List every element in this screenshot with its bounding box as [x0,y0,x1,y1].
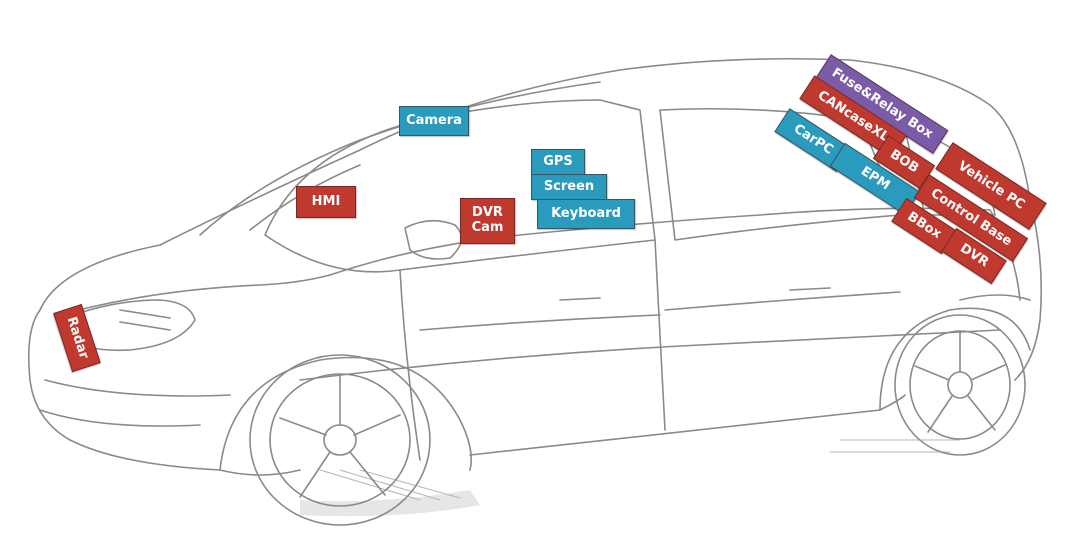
car-body-outline [27,57,1043,476]
camera-label: Camera [399,106,469,136]
ground-shadow [300,439,961,517]
gps-label: GPS [531,149,585,175]
hmi-label: HMI [296,186,356,218]
dvr-cam-label: DVR Cam [460,198,515,244]
keyboard-label: Keyboard [537,199,635,229]
screen-label: Screen [531,174,607,200]
front-wheel [219,354,473,526]
rear-wheel [879,307,1031,456]
